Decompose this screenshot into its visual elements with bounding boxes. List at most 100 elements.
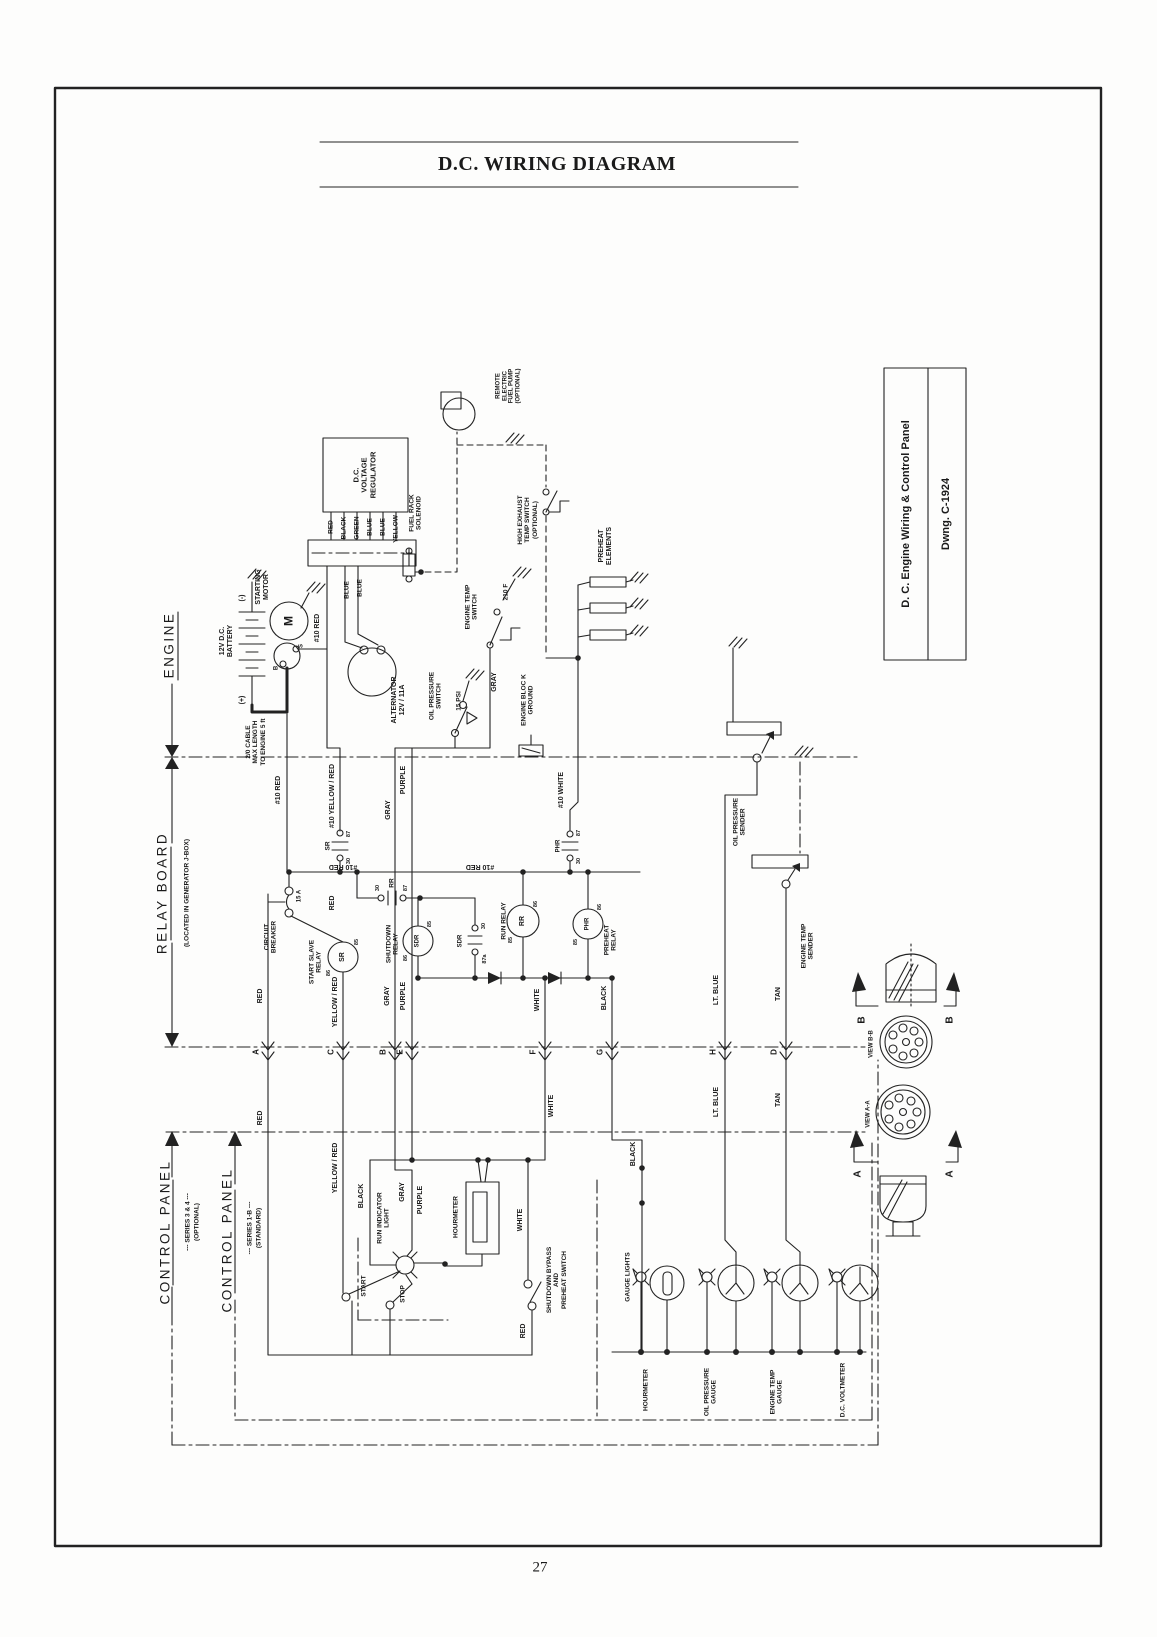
battery-symbol: [238, 568, 267, 713]
bus-purple-label: PURPLE: [400, 981, 408, 1011]
view-aa-label: VIEW A-A: [865, 1100, 872, 1128]
cp-white-label-1: WHITE: [548, 1094, 556, 1118]
reg-wire-red: RED: [327, 520, 335, 534]
engine-temp-switch: [486, 566, 532, 649]
oil-switch-label: OIL PRESSURE SWITCH: [428, 671, 443, 721]
cable-note: 2/0 CABLE MAX LENGTH TO ENGINE 5 ft: [245, 718, 267, 766]
section-engine: ENGINE: [161, 611, 177, 679]
starting-motor-label: STARTING MOTOR: [255, 569, 270, 605]
solenoid-s: S: [298, 643, 305, 649]
phr-85: 85: [572, 938, 579, 946]
wire-10yr: #10 YELLOW / RED: [329, 763, 337, 829]
view-b-right: B: [944, 1016, 956, 1024]
cp-black-label: BLACK: [358, 1183, 366, 1209]
high-exhaust-temp-switch: [542, 444, 581, 661]
solenoid-b: B: [273, 665, 280, 671]
rr-85: 85: [507, 936, 514, 944]
cp-purple-label: PURPLE: [417, 1185, 425, 1215]
cp-tan-label: TAN: [775, 1093, 783, 1107]
stop-label: STOP: [399, 1285, 407, 1303]
cp-red-label: RED: [257, 1110, 265, 1126]
bus-red-label: RED: [257, 988, 265, 1004]
regulator-label: D.C. VOLTAGE REGULATOR: [351, 451, 378, 499]
motor-m: M: [281, 616, 296, 626]
battery-minus: (-): [239, 594, 247, 602]
bus-ltblue-label: LT. BLUE: [713, 974, 721, 1006]
rr-contact-87: 87: [402, 884, 409, 892]
sdr-contact-30: 30: [480, 922, 487, 930]
preheat-elements: [577, 571, 649, 641]
control-panel-circuit: [267, 1046, 801, 1356]
series-3-4-optional: (OPTIONAL): [193, 1203, 201, 1241]
reg-wire-blue2: BLUE: [379, 518, 387, 536]
fuel-rack-solenoid: [402, 547, 424, 583]
bus-10red-2: #10 RED: [465, 862, 495, 870]
bypass-switch-label: SHUTDOWN BYPASS AND PREHEAT SWITCH: [546, 1246, 568, 1314]
cp-white-label-2: WHITE: [517, 1208, 525, 1232]
start-label: START: [360, 1275, 368, 1297]
cp-black-label-2: BLACK: [630, 1141, 638, 1167]
fuel-rack-label: FUEL RACK SOLENOID: [408, 494, 423, 532]
phr-contact-label: PHR: [555, 839, 562, 853]
starting-motor-symbol: [250, 581, 326, 714]
alternator-label: ALTERNATOR 12V / 11A: [391, 676, 406, 724]
rr-contact-label: RR: [388, 878, 396, 888]
bus-white-label: WHITE: [534, 988, 542, 1012]
temp-gauge-label: ENGINE TEMP GAUGE: [769, 1369, 784, 1415]
bus-gray-label: GRAY: [384, 986, 392, 1006]
sdr-coil-label: SDR: [414, 934, 421, 948]
series-1b: --- SERIES 1-B ---: [246, 1201, 254, 1255]
connector-a: A: [251, 1049, 261, 1055]
bus-black-label: BLACK: [601, 985, 609, 1011]
cp-yr-label: YELLOW / RED: [332, 1142, 340, 1194]
title-block-line2: Dwng. C-1924: [939, 477, 952, 551]
hourmeter-gauge-label: HOURMETER: [642, 1369, 650, 1411]
sr-86: 86: [325, 969, 332, 977]
wire-red-mid: RED: [329, 895, 337, 911]
wire-10white: #10 WHITE: [558, 771, 566, 809]
voltmeter-label: D.C. VOLTMETER: [839, 1362, 847, 1418]
reg-wire-black: BLACK: [340, 516, 348, 540]
battery-label: 12V D.C. BATTERY: [219, 624, 234, 658]
preheat-relay-label: PREHEAT RELAY: [603, 924, 618, 956]
section-relay-board: RELAY BOARD: [154, 831, 170, 955]
reg-wire-green: GREEN: [353, 516, 361, 540]
view-b-left: B: [856, 1016, 868, 1024]
connector-g: G: [595, 1048, 605, 1056]
remote-fuel-pump: [424, 391, 547, 573]
engine-temp-switch-label: ENGINE TEMP SWITCH: [464, 584, 479, 630]
alt-wire-blue2: BLUE: [356, 579, 364, 597]
view-bb-drawing: [852, 943, 960, 1069]
relay-board-circuit: [267, 829, 641, 1048]
bus-tan-label: TAN: [775, 987, 783, 1001]
series-3-4: --- SERIES 3 & 4 ---: [184, 1193, 192, 1251]
bus-yr-label: YELLOW / RED: [332, 976, 340, 1028]
start-slave-relay-label: START SLAVE RELAY: [308, 939, 323, 985]
sr-contact-label: SR: [324, 841, 332, 851]
run-relay-label: RUN RELAY: [500, 902, 508, 940]
gauge-lights-label: GAUGE LIGHTS: [624, 1252, 632, 1302]
psi-15: 15 PSI: [455, 691, 463, 711]
sdr-contact-87a: 87a: [481, 954, 488, 964]
voltage-regulator: [307, 437, 417, 567]
connector-c: C: [326, 1049, 336, 1055]
title-block-line1: D. C. Engine Wiring & Control Panel: [899, 420, 912, 608]
wire-gray-2: GRAY: [385, 800, 393, 820]
phr-86: 86: [596, 903, 603, 911]
run-indicator-label: RUN INDICATOR LIGHT: [376, 1192, 391, 1244]
temp-210: 210 F: [502, 583, 510, 601]
view-bb-label: VIEW B-B: [868, 1030, 875, 1058]
rr-86: 86: [532, 900, 539, 908]
oil-gauge-label: OIL PRESSURE GAUGE: [703, 1367, 718, 1417]
section-control-panel-1: CONTROL PANEL: [157, 1159, 173, 1305]
connector-d: D: [769, 1049, 779, 1055]
gauge-panel: [611, 1264, 879, 1355]
engine-block-ground-label: ENGINE BLOC K GROUND: [520, 674, 535, 726]
bus-10red-1: #10 RED: [328, 862, 358, 870]
page-title: D.C. WIRING DIAGRAM: [437, 152, 677, 175]
alt-wire-blue1: BLUE: [343, 581, 351, 599]
connector-f: F: [528, 1049, 538, 1055]
hourmeter-label: HOURMETER: [452, 1196, 460, 1238]
title-block-box: [883, 367, 967, 661]
